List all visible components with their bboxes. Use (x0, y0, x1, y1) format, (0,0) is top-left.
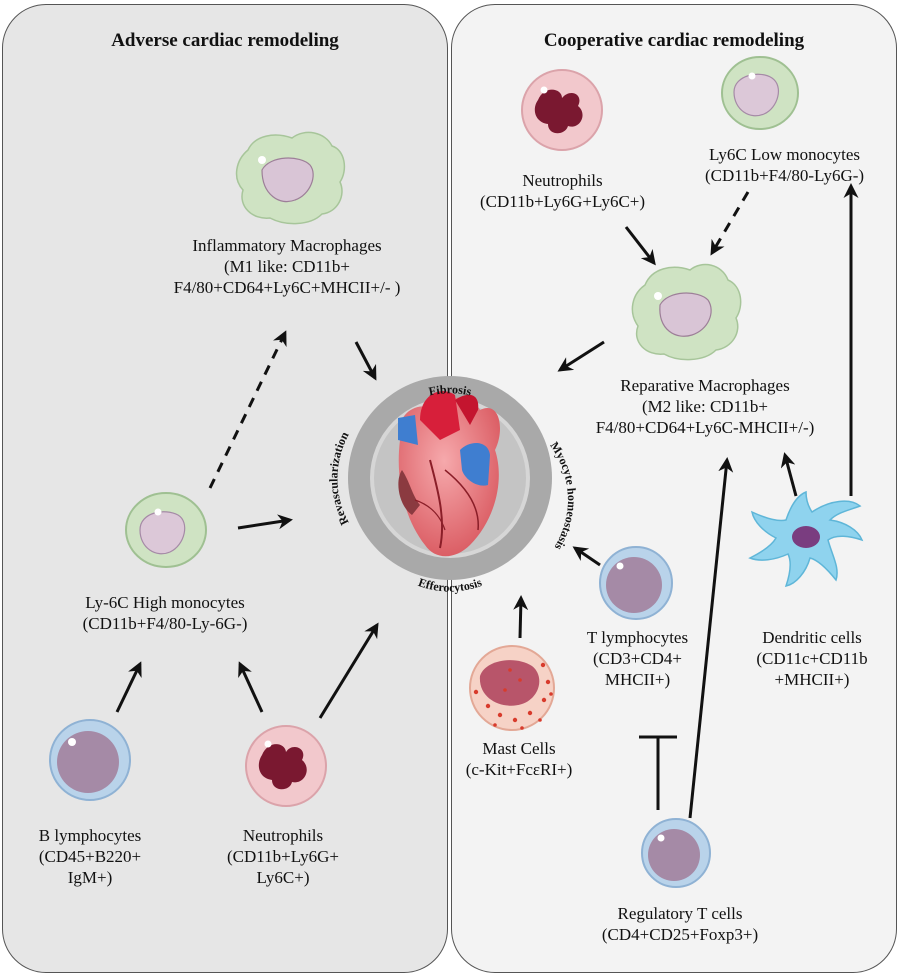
t-lymphocyte-icon (599, 546, 673, 620)
arrow-dendritic-to-reparative (780, 452, 798, 497)
reparative-macrophages-label: Reparative Macrophages (M2 like: CD11b+ … (595, 376, 815, 437)
neutrophil-left-icon (245, 725, 327, 807)
ring-label-revascularization: Revascularization (326, 429, 351, 528)
arrow-monocyte-to-heart (237, 514, 293, 530)
ly6c-high-monocyte-icon (125, 492, 207, 568)
inflammatory-macrophages-label: Inflammatory Macrophages (M1 like: CD11b… (173, 236, 401, 297)
arrow-mast-to-heart (513, 595, 529, 639)
reparative-macrophage-icon (631, 263, 742, 361)
svg-text:Revascularization: Revascularization (326, 429, 351, 528)
arrow-inflammatory-to-heart (354, 341, 377, 381)
cooperative-panel-title: Cooperative cardiac remodeling (543, 30, 805, 51)
ly6c-high-monocytes-label: Ly-6C High monocytes (CD11b+F4/80-Ly-6G-… (82, 593, 248, 633)
arrow-neutrophil-to-reparative (624, 226, 656, 266)
svg-text:Efferocytosis: Efferocytosis (416, 575, 483, 595)
neutrophil-right-icon (521, 69, 603, 151)
arrow-neutrophil-to-heart (318, 622, 379, 719)
arrow-b-lymph-to-monocyte (115, 661, 142, 713)
regulatory-t-cells-label: Regulatory T cells (CD4+CD25+Foxp3+) (601, 904, 759, 944)
neutrophils-right-label: Neutrophils (CD11b+Ly6G+Ly6C+) (479, 171, 646, 211)
arrow-neutrophil-to-monocyte (238, 661, 264, 713)
arrow-monocyte-to-inflammatory (208, 330, 287, 489)
dendritic-cells-label: Dendritic cells (CD11c+CD11b +MHCII+) (756, 628, 868, 689)
ly6c-low-monocytes-label: Ly6C Low monocytes (CD11b+F4/80-Ly6G-) (704, 145, 865, 185)
dendritic-cell-icon (748, 490, 864, 587)
svg-text:Myocyte homeostasis: Myocyte homeostasis (547, 439, 579, 553)
adverse-panel-title: Adverse cardiac remodeling (111, 30, 339, 51)
ring-label-fibrosis: Fibrosis (427, 382, 473, 398)
heart-illustration (398, 391, 500, 557)
mast-cell-icon (469, 645, 555, 731)
arrow-treg-to-reparative (688, 457, 734, 819)
ring-label-myocyte-homeostasis: Myocyte homeostasis (547, 439, 579, 553)
arrow-t-lymph-to-heart (572, 546, 601, 567)
ly6c-low-monocyte-icon (721, 56, 799, 130)
arrow-reparative-to-heart (557, 340, 605, 372)
inhibition-treg-to-t-lymph (639, 735, 677, 810)
inflammatory-macrophage-icon (235, 131, 346, 225)
neutrophils-left-label: Neutrophils (CD11b+Ly6G+ Ly6C+) (226, 826, 340, 887)
ring-label-efferocytosis: Efferocytosis (416, 575, 483, 595)
b-lymphocyte-icon (49, 719, 131, 801)
t-lymphocytes-label: T lymphocytes (CD3+CD4+ MHCII+) (586, 628, 689, 689)
svg-text:Fibrosis: Fibrosis (427, 382, 473, 398)
arrow-low-monocyte-to-reparative (710, 191, 750, 256)
regulatory-t-cell-icon (641, 818, 711, 888)
b-lymphocytes-label: B lymphocytes (CD45+B220+ IgM+) (38, 826, 142, 887)
mast-cells-label: Mast Cells (c-Kit+FcεRI+) (465, 739, 573, 779)
